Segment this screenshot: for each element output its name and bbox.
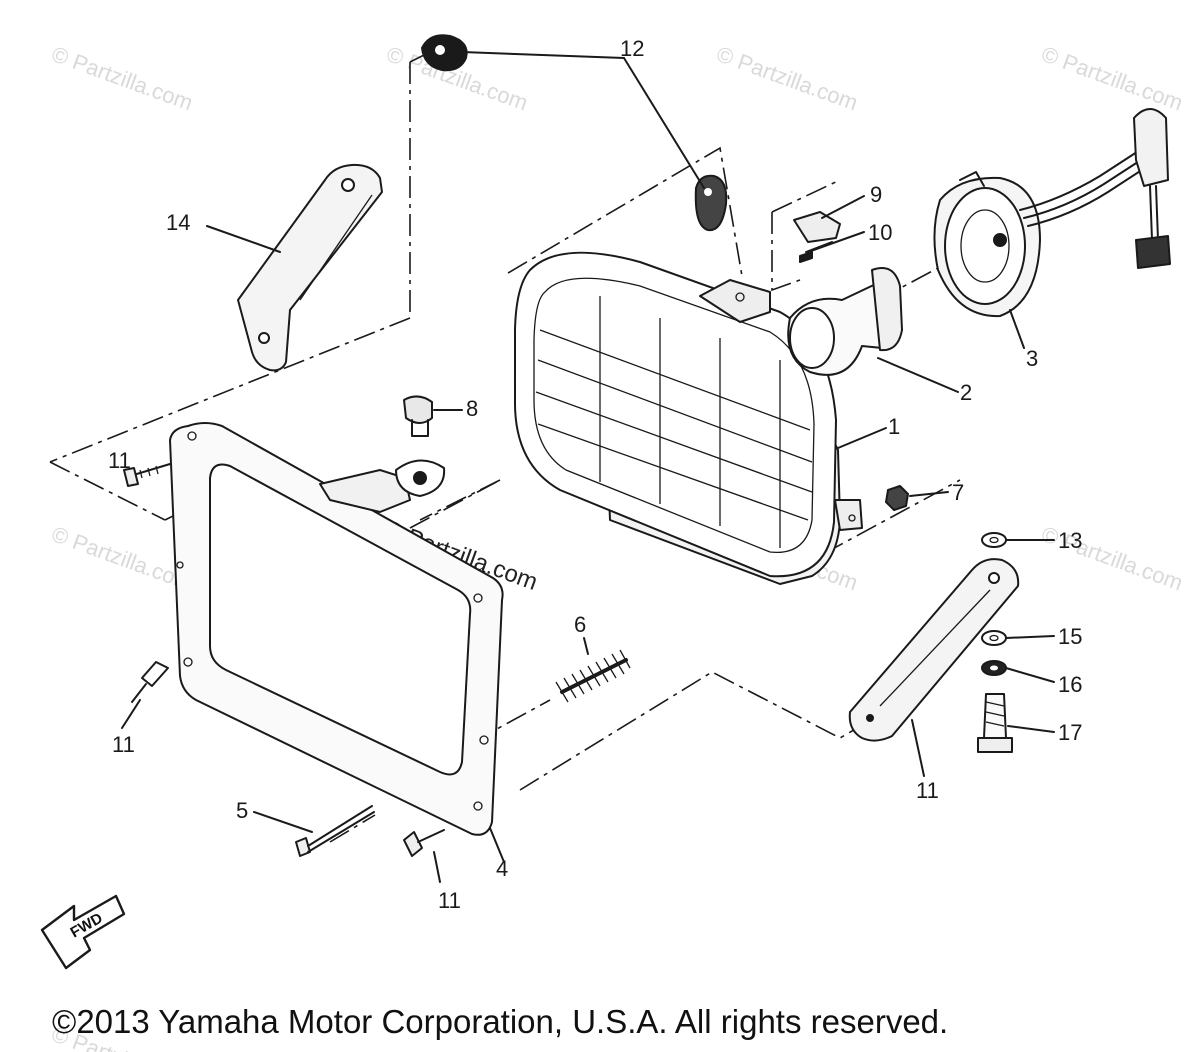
- long-screw: [295, 805, 375, 857]
- lower-stay: [848, 558, 1020, 742]
- screw-left: [131, 661, 169, 703]
- callout-15: 13: [1058, 528, 1082, 553]
- socket-assembly: [933, 108, 1171, 318]
- callout-5: 5: [236, 798, 248, 823]
- upper-stay: [237, 163, 383, 372]
- copyright-notice: ©2013 Yamaha Motor Corporation, U.S.A. A…: [52, 1003, 948, 1040]
- watermark: © Partzilla.com: [48, 41, 196, 115]
- screw-top: [123, 463, 171, 487]
- callout-18: 17: [1058, 720, 1082, 745]
- adjust-screw: [395, 395, 446, 497]
- callout-17: 16: [1058, 672, 1082, 697]
- callout-16: 15: [1058, 624, 1082, 649]
- callouts: 12 14 9 10 3 2 1 8 7 11 13 6 15 16 17 11…: [108, 36, 1082, 913]
- callout-8: 8: [466, 396, 478, 421]
- callout-4: 4: [496, 856, 508, 881]
- grommet-top: [421, 34, 468, 72]
- watermark: © Partzilla.com: [1038, 41, 1186, 115]
- callout-9: 9: [870, 182, 882, 207]
- grommet-mid: [694, 174, 728, 232]
- fwd-arrow-icon: FWD: [40, 894, 126, 970]
- leader-lines: [121, 51, 1055, 883]
- headlight-rim: [169, 422, 504, 836]
- hardware-stack: [977, 532, 1013, 753]
- callout-11-bottom: 11: [438, 888, 461, 913]
- screw-bottom: [403, 829, 445, 857]
- callout-10: 10: [868, 220, 892, 245]
- callout-13: 11: [916, 778, 939, 803]
- callout-11-top: 11: [108, 448, 131, 473]
- bulb: [787, 267, 903, 376]
- holder-plate: [793, 211, 841, 263]
- callout-14: 14: [166, 210, 190, 235]
- callout-7: 7: [952, 480, 964, 505]
- callout-11-left: 11: [112, 732, 135, 757]
- callout-1: 1: [888, 414, 900, 439]
- callout-6: 6: [574, 612, 586, 637]
- sealed-beam: [513, 251, 863, 585]
- callout-2: 2: [960, 380, 972, 405]
- spring: [555, 649, 631, 703]
- callout-12: 12: [620, 36, 644, 61]
- nut: [885, 485, 909, 511]
- watermark: © Partzilla.com: [713, 41, 861, 115]
- callout-3: 3: [1026, 346, 1038, 371]
